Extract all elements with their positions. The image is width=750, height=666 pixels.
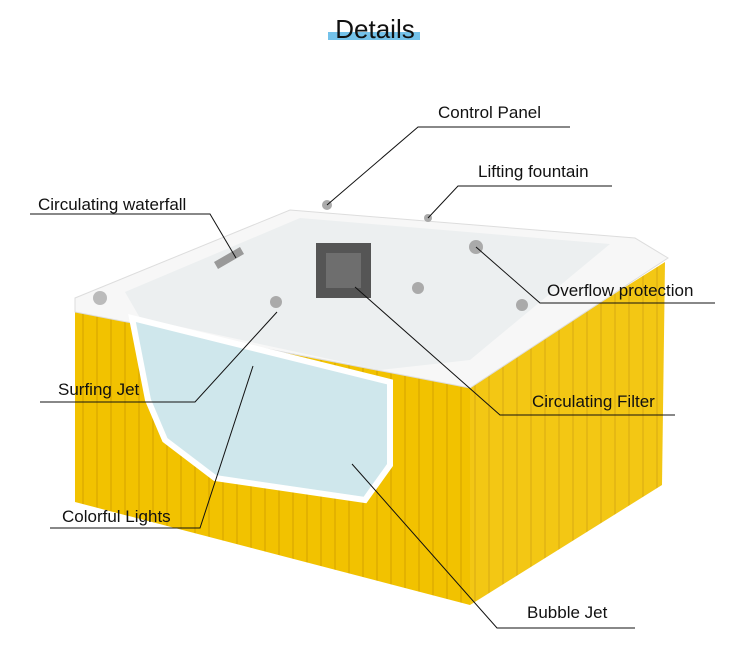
leader-lines (30, 126, 715, 629)
callout-colorful-lights: Colorful Lights (62, 507, 171, 526)
callout-overflow-protection: Overflow protection (547, 281, 694, 300)
callout-lifting-fountain: Lifting fountain (478, 162, 589, 181)
title-underline-bar (328, 32, 420, 40)
callout-circulating-filter: Circulating Filter (532, 392, 655, 411)
glass-window (128, 313, 393, 504)
callout-control-panel: Control Panel (438, 103, 542, 122)
callout-circulating-waterfall: Circulating waterfall (38, 195, 187, 214)
callout-bubble-jet: Bubble Jet (527, 603, 608, 622)
callout-surfing-jet: Surfing Jet (58, 380, 140, 399)
side-panel (470, 262, 665, 605)
page-title: Details (335, 14, 415, 44)
